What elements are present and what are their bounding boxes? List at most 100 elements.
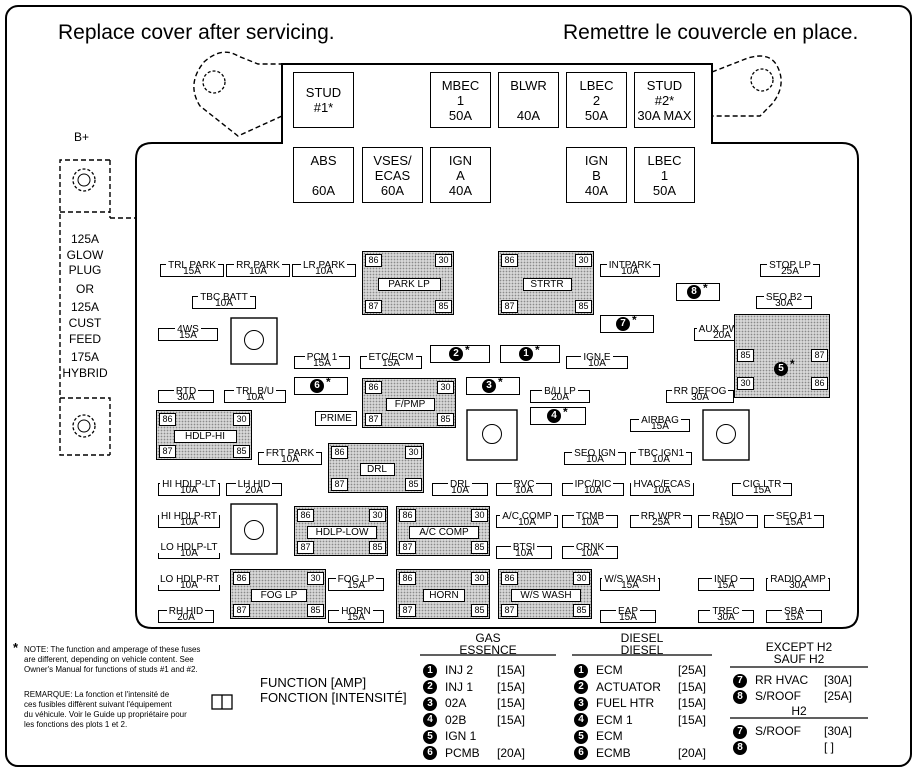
mounting-hole-2 <box>482 424 502 444</box>
fuse-name: AIRBAG <box>639 415 681 426</box>
fuse-bracket <box>764 515 824 528</box>
fuse-text: CRNK <box>562 537 618 555</box>
relay-terminal: 85 <box>307 604 324 617</box>
slot-star: * <box>790 357 795 371</box>
header-left: Replace cover after servicing. <box>58 21 335 44</box>
relay-terminal: 87 <box>297 541 314 554</box>
fuse-bracket <box>158 515 220 528</box>
fuse-name: ETC/ECM <box>366 352 416 363</box>
legend-h2-amp: [ ] <box>824 740 835 754</box>
prime-label: PRIME <box>315 411 357 426</box>
relay-name: DRL <box>359 462 395 476</box>
fuse-name: TRL B/U <box>234 386 276 397</box>
fuse-amp: 10A <box>515 548 533 559</box>
fuse-name: INFO <box>712 574 740 585</box>
relay-terminal: 85 <box>437 413 454 426</box>
fuse-bracket <box>698 515 758 528</box>
legend-except-amp: [30A] <box>824 673 853 687</box>
legend-gas-amp: [15A] <box>497 663 526 677</box>
fuse-name: INTPARK <box>606 260 654 271</box>
fuse-amp: 10A <box>180 485 198 496</box>
legend-number-icon: 7 <box>733 724 747 739</box>
legend-gas-name: 02B <box>445 712 467 727</box>
relay-terminal: 86 <box>365 381 382 394</box>
large-fuse-lbec2: LBEC 2 50A <box>566 72 627 128</box>
fuse-amp: 10A <box>215 298 233 309</box>
fuse-name: RR WPR <box>638 511 684 522</box>
fuse-name: LH HID <box>235 479 273 490</box>
legend-number-icon: 5 <box>423 729 437 744</box>
fuse-text: LH HID <box>226 474 282 492</box>
legend-except-name: RR HVAC <box>755 673 809 687</box>
legend-number-icon: 6 <box>423 746 437 761</box>
legend-gas-name: INJ 2 <box>445 663 474 677</box>
legend-diesel-name: ECM <box>596 663 623 677</box>
legend-gas-amp: [15A] <box>497 712 526 727</box>
fuse-name: RTD <box>173 386 199 397</box>
legend-number-icon: 2 <box>574 680 588 695</box>
fuse-name: RR PARK <box>234 260 282 271</box>
fuse-text: RTD <box>158 381 214 399</box>
fuse-name: LO HDLP-LT <box>158 542 220 553</box>
slot-star: * <box>326 375 331 389</box>
slot-star: * <box>703 281 708 295</box>
fuse-name: B/U LP <box>542 386 578 397</box>
fuse-bracket <box>566 356 628 369</box>
legend-diesel-name: ECM <box>596 729 623 743</box>
legend-gas-row: 4 <box>423 713 443 728</box>
fuse-text: SEO IGN <box>564 443 626 461</box>
relay-name: A/C COMP <box>409 525 479 539</box>
legend-gas-amp: [20A] <box>497 745 526 760</box>
slot-s2: 2* <box>430 343 490 363</box>
legend-number-icon: 1 <box>574 663 588 678</box>
fuse-name: W/S WASH <box>602 574 658 585</box>
fuse-bracket <box>192 296 256 309</box>
fuse-bracket <box>756 296 812 309</box>
fuse-amp: 15A <box>382 358 400 369</box>
fuse-bracket <box>630 452 692 465</box>
fuse-bracket <box>226 264 290 277</box>
relay-terminal: 87 <box>365 413 382 426</box>
fuse-bracket <box>562 483 624 496</box>
slot-number-icon: 6 <box>310 379 324 393</box>
legend-number-icon: 4 <box>574 713 588 728</box>
fuse-text: RVC <box>496 474 552 492</box>
legend-diesel-name: ACTUATOR <box>596 679 661 694</box>
legend-number-icon: 5 <box>574 729 588 744</box>
relay-terminal: 86 <box>331 446 348 459</box>
relay-name: W/S WASH <box>511 588 581 602</box>
relay-terminal: 30 <box>573 572 590 585</box>
fuse-amp: 15A <box>619 612 637 623</box>
fuse-amp: 15A <box>347 612 365 623</box>
slot-star: * <box>465 343 470 357</box>
fuse-bracket <box>158 483 220 496</box>
legend-number-icon: 8 <box>733 740 747 755</box>
fuse-text: SEO B2 <box>756 287 812 305</box>
fuse-amp: 10A <box>515 485 533 496</box>
relay-terminal: 85 <box>575 300 592 313</box>
legend-diesel-amp: [15A] <box>678 712 707 727</box>
fuse-text: HORN <box>328 601 384 619</box>
relay-terminal: 87 <box>399 604 416 617</box>
legend-except-row: 7 <box>733 673 753 688</box>
fuse-amp: 20A <box>177 612 195 623</box>
fuse-amp: 15A <box>785 612 803 623</box>
bplus-ratings: 125A GLOW PLUG OR 125A CUST FEED 175A HY… <box>62 232 108 380</box>
fuse-bracket <box>562 546 618 559</box>
fuse-bracket <box>766 578 830 591</box>
fuse-text: A/C COMP <box>496 506 558 524</box>
relay-terminal: 30 <box>471 572 488 585</box>
